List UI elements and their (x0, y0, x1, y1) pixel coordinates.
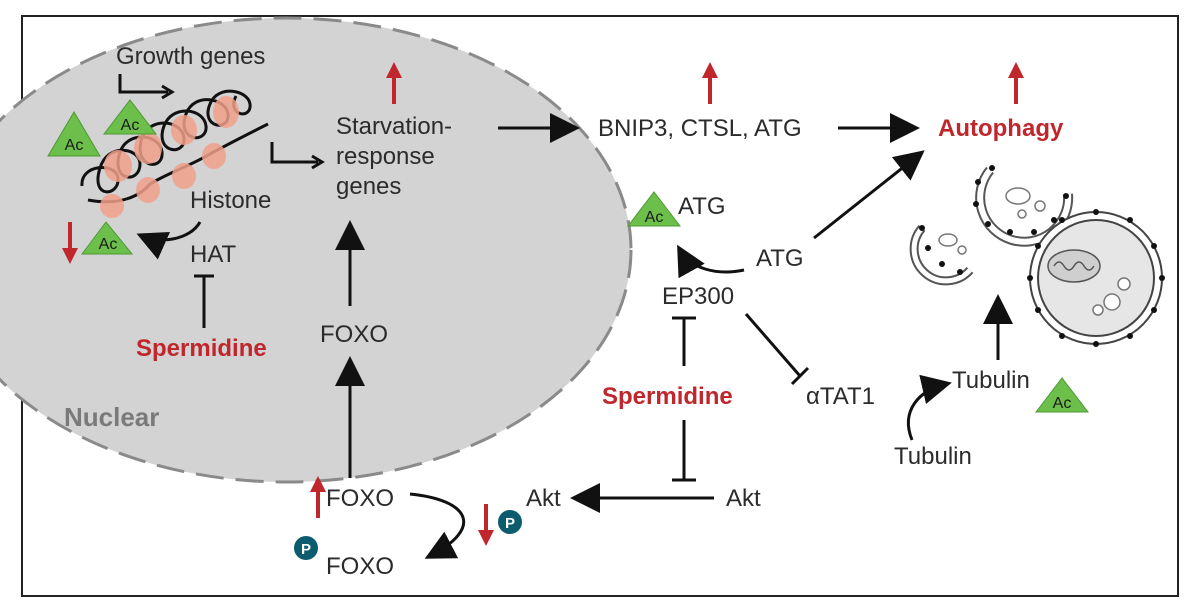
increase-arrow (1008, 62, 1024, 104)
ep300-inhibits-atat1 (744, 313, 802, 377)
bnip3-label: BNIP3, CTSL, ATG (598, 115, 802, 142)
starvation-genes-line2: response (336, 143, 435, 170)
svg-text:Ac: Ac (65, 137, 84, 154)
acetyl-badge: Ac (102, 99, 158, 135)
decrease-arrow (478, 504, 494, 546)
acetyl-badge: Ac (1034, 377, 1090, 413)
increase-arrow (702, 62, 718, 104)
phospho-badge: P (498, 510, 522, 534)
hat-label: HAT (190, 241, 237, 268)
small-phagophore-illustration (909, 225, 974, 286)
acetyl-badge: Ac (626, 191, 682, 227)
atg-to-autophagy-arrow (813, 150, 925, 240)
atg-label: ATG (756, 245, 804, 272)
foxo-nuclear-label: FOXO (320, 321, 388, 348)
spermidine-nucleus-label: Spermidine (136, 335, 267, 362)
tubulin-acetylated-label: Tubulin (952, 367, 1030, 394)
increase-arrow (386, 62, 402, 104)
growth-genes-promoter-arrow (118, 74, 168, 94)
svg-text:P: P (301, 541, 311, 558)
atg-acetylated-label: ATG (678, 193, 726, 220)
growth-genes-label: Growth genes (116, 43, 265, 70)
acetyl-badge: Ac (81, 221, 134, 255)
histone-label: Histone (190, 187, 271, 214)
acetyl-badge: Ac (47, 111, 101, 157)
svg-text:Ac: Ac (1053, 395, 1072, 412)
starvation-promoter-arrow (270, 142, 318, 164)
starvation-genes-line1: Starvation- (336, 113, 452, 140)
tubulin-label: Tubulin (894, 443, 972, 470)
ep300-acetylates-atg-arrow (677, 244, 745, 279)
tubulin-acetylation-arrow (906, 374, 952, 441)
autophagy-label: Autophagy (938, 115, 1064, 142)
foxo-label: FOXO (326, 485, 394, 512)
atat1-label: αTAT1 (806, 383, 875, 410)
svg-text:Ac: Ac (121, 117, 140, 134)
hat-acetylation-arrow (136, 221, 202, 260)
nucleus-region (0, 16, 633, 484)
akt-right-label: Akt (726, 485, 761, 512)
foxo-phosphorylation-arrow (409, 492, 465, 559)
histone-beads (100, 96, 239, 218)
decrease-arrow (62, 222, 78, 264)
svg-text:Ac: Ac (645, 209, 664, 226)
autophagosome-illustration (1027, 209, 1165, 347)
starvation-genes-line3: genes (336, 173, 401, 200)
phospho-badge: P (294, 536, 318, 560)
nuclear-label: Nuclear (64, 402, 159, 432)
increase-arrow (310, 476, 326, 518)
ep300-label: EP300 (662, 283, 734, 310)
svg-text:Ac: Ac (99, 236, 118, 253)
spermidine-cytoplasm-label: Spermidine (602, 383, 733, 410)
foxo-phospho-label: FOXO (326, 553, 394, 580)
akt-left-label: Akt (526, 485, 561, 512)
svg-text:P: P (505, 515, 515, 532)
